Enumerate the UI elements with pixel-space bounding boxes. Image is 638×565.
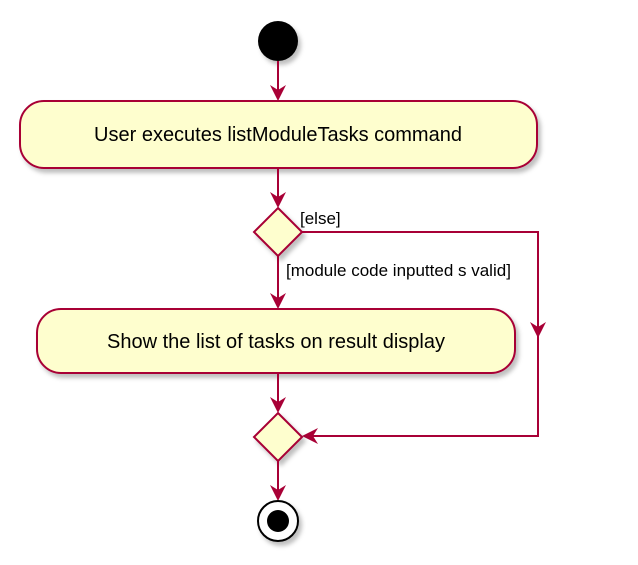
- activity-execute-command: User executes listModuleTasks command: [19, 100, 538, 169]
- activity-execute-label: User executes listModuleTasks command: [94, 124, 462, 146]
- decision-node: [252, 206, 304, 258]
- arrowhead-show-to-merge: [270, 397, 286, 413]
- merge-node: [252, 411, 304, 463]
- arrowhead-execute-to-decision: [270, 192, 286, 208]
- arrowhead-else-branch-down: [530, 322, 546, 338]
- arrowhead-else-to-merge: [302, 428, 318, 444]
- arrowhead-merge-to-end: [270, 485, 286, 501]
- end-node: [257, 500, 299, 542]
- activity-show-list-label: Show the list of tasks on result display: [107, 331, 445, 353]
- activity-show-list: Show the list of tasks on result display: [36, 308, 516, 374]
- start-node: [258, 21, 298, 61]
- guard-else-label: [else]: [300, 209, 341, 228]
- arrowhead-start-to-execute: [270, 85, 286, 101]
- arrowhead-decision-to-show: [270, 293, 286, 309]
- guard-valid-label: [module code inputted s valid]: [286, 261, 511, 280]
